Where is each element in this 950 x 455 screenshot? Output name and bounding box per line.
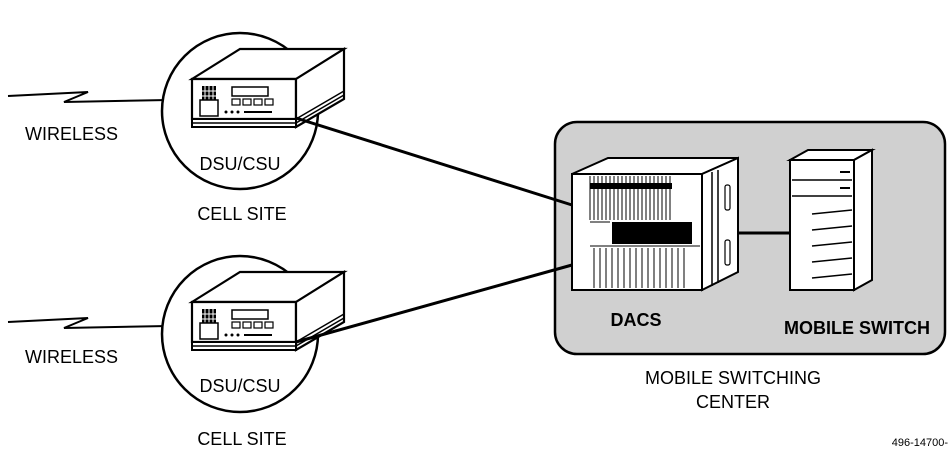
wireless-label: WIRELESS bbox=[25, 347, 118, 367]
mobile-switching-center: DACS MOBILE SWITCH bbox=[553, 120, 947, 356]
cell-site-2: WIRELESS DSU/CSU CELL SITE bbox=[7, 254, 346, 449]
mobile-switch-icon bbox=[786, 148, 876, 292]
dacs-rack-icon bbox=[571, 156, 739, 292]
mobile-switch-label: MOBILE SWITCH bbox=[784, 318, 930, 338]
cell-site-2-link bbox=[295, 263, 573, 344]
msc-label-line2: CENTER bbox=[696, 392, 770, 412]
cell-site-1: WIRELESS DSU/CSU CELL SITE bbox=[7, 31, 346, 224]
dsu-csu-label: DSU/CSU bbox=[199, 376, 280, 396]
dacs-label: DACS bbox=[610, 310, 661, 330]
dsu-csu-label: DSU/CSU bbox=[199, 154, 280, 174]
cell-site-label: CELL SITE bbox=[197, 429, 286, 449]
wireless-signal-icon bbox=[7, 91, 169, 103]
cell-site-1-link bbox=[295, 116, 573, 207]
cell-site-label: CELL SITE bbox=[197, 204, 286, 224]
wireless-signal-icon bbox=[7, 317, 169, 329]
msc-label-line1: MOBILE SWITCHING bbox=[645, 368, 821, 388]
figure-id: 496-14700- bbox=[892, 437, 949, 449]
wireless-label: WIRELESS bbox=[25, 124, 118, 144]
